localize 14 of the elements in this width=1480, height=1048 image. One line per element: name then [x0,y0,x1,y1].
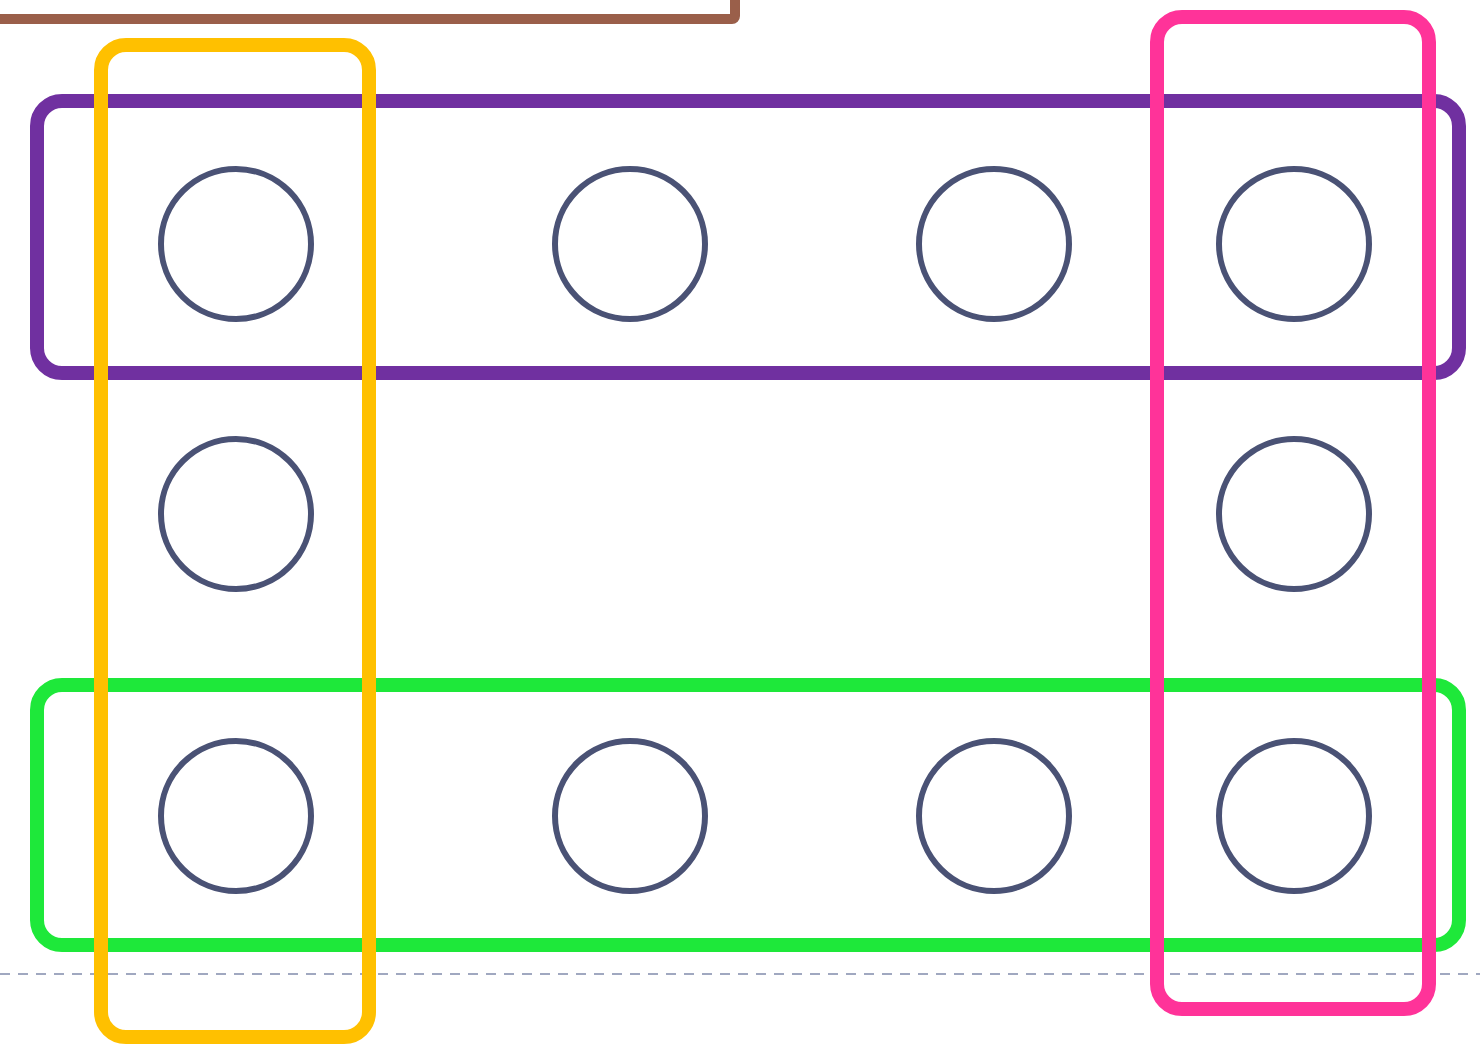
row-group-box [30,94,1466,380]
empty-circle [1216,436,1372,592]
empty-circle [1216,166,1372,322]
empty-circle [158,166,314,322]
empty-circle [916,738,1072,894]
row-group-box [30,678,1466,952]
empty-circle [1216,738,1372,894]
empty-circle [916,166,1072,322]
column-group-box [94,38,376,1044]
empty-circle [158,738,314,894]
empty-circle [552,738,708,894]
column-group-box [1150,10,1436,1016]
empty-circle [552,166,708,322]
empty-circle [158,436,314,592]
